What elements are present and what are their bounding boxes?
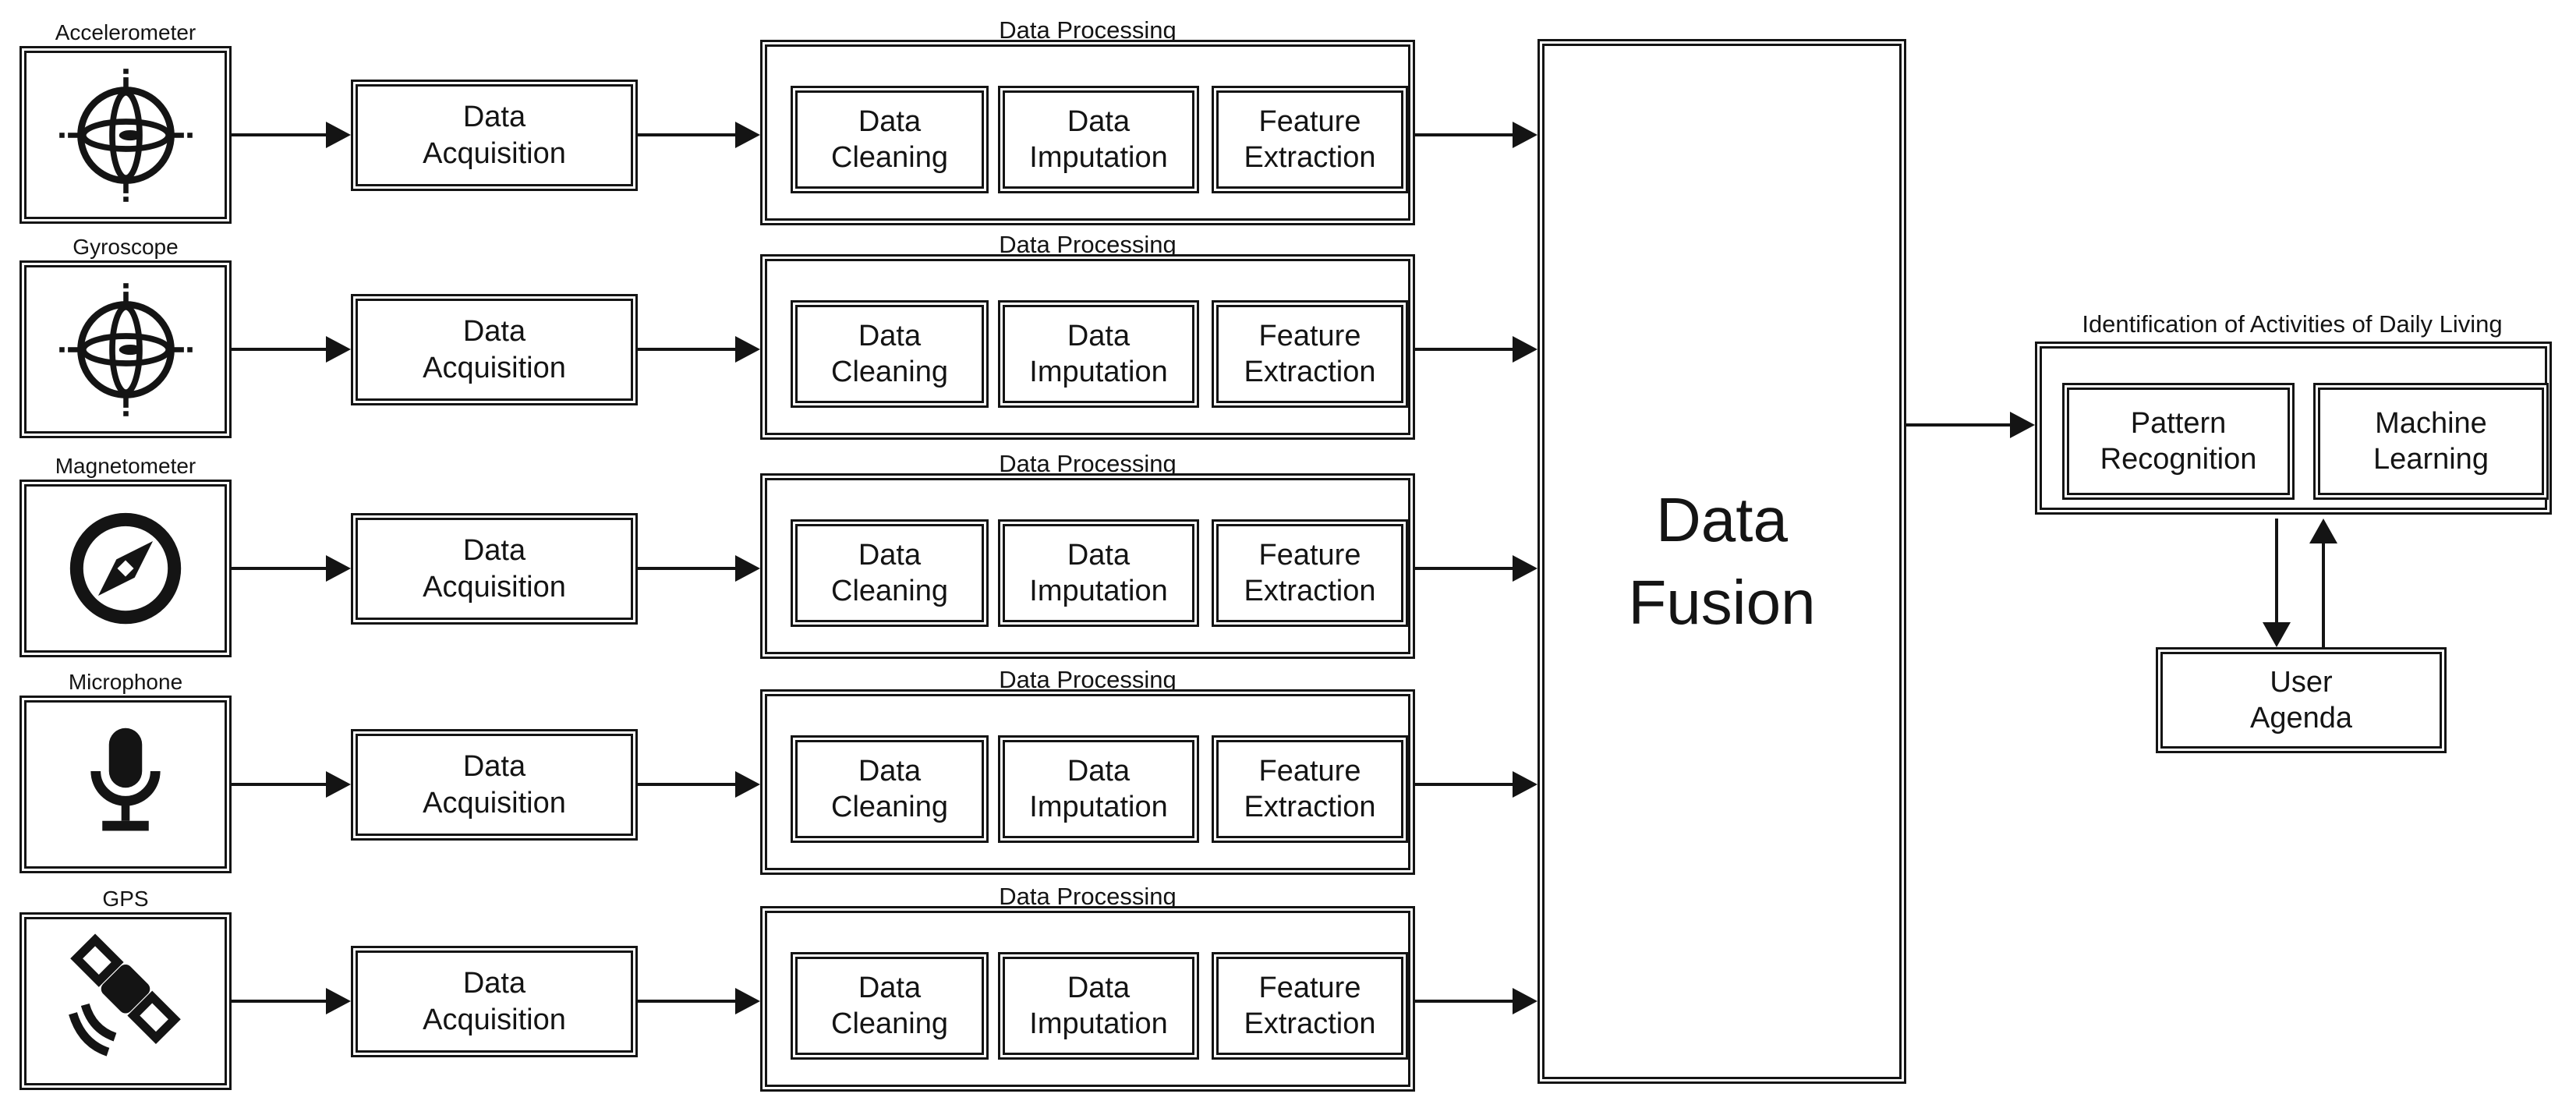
arrow-gyroscope-to-acquisition (232, 336, 351, 363)
data-acquisition-box-3: Data Acquisition (351, 513, 638, 625)
sensor-box-accelerometer (19, 46, 232, 224)
data-processing-group-2: Data Cleaning Data Imputation Feature Ex… (760, 254, 1415, 440)
user-agenda-box: User Agenda (2156, 647, 2447, 753)
feature-extraction-box-4: Feature Extraction (1212, 735, 1408, 843)
arrow-processing-to-fusion-3 (1415, 555, 1537, 582)
data-cleaning-box-3: Data Cleaning (791, 519, 989, 627)
sensor-label-magnetometer: Magnetometer (55, 454, 196, 478)
arrow-processing-to-fusion-4 (1415, 771, 1537, 798)
arrow-accelerometer-to-acquisition (232, 122, 351, 148)
arrow-acquisition-to-processing-5 (638, 988, 760, 1014)
data-cleaning-box-5: Data Cleaning (791, 952, 989, 1060)
data-processing-group-1: Data Cleaning Data Imputation Feature Ex… (760, 40, 1415, 225)
sensor-label-gps: GPS (102, 887, 149, 911)
data-cleaning-box-2: Data Cleaning (791, 300, 989, 408)
feature-extraction-box-3: Feature Extraction (1212, 519, 1408, 627)
arrow-processing-to-fusion-5 (1415, 988, 1537, 1014)
data-acquisition-box-4: Data Acquisition (351, 729, 638, 841)
data-processing-label-3: Data Processing (999, 450, 1177, 477)
sensor-box-gyroscope (19, 260, 232, 438)
data-imputation-box-2: Data Imputation (998, 300, 1199, 408)
data-processing-label-2: Data Processing (999, 231, 1177, 258)
feature-extraction-box-2: Feature Extraction (1212, 300, 1408, 408)
data-processing-group-5: Data Cleaning Data Imputation Feature Ex… (760, 906, 1415, 1092)
microphone-icon (90, 727, 161, 831)
feature-extraction-box-1: Feature Extraction (1212, 86, 1408, 193)
compass-icon (69, 512, 182, 625)
sensor-box-gps (19, 912, 232, 1090)
arrow-acquisition-to-processing-2 (638, 336, 760, 363)
data-cleaning-box-4: Data Cleaning (791, 735, 989, 843)
data-acquisition-box-1: Data Acquisition (351, 80, 638, 191)
arrow-gps-to-acquisition (232, 988, 351, 1014)
arrow-acquisition-to-processing-4 (638, 771, 760, 798)
arrow-fusion-to-identification (1905, 412, 2035, 438)
machine-learning-box: Machine Learning (2313, 383, 2549, 500)
data-processing-label-1: Data Processing (999, 16, 1177, 44)
pattern-recognition-box: Pattern Recognition (2062, 383, 2295, 500)
data-fusion-box: Data Fusion (1537, 39, 1906, 1084)
identification-label: Identification of Activities of Daily Li… (2082, 310, 2503, 338)
data-imputation-box-5: Data Imputation (998, 952, 1199, 1060)
arrow-identification-to-user-agenda (2263, 519, 2291, 647)
data-imputation-box-4: Data Imputation (998, 735, 1199, 843)
arrow-processing-to-fusion-1 (1415, 122, 1537, 148)
data-processing-label-5: Data Processing (999, 883, 1177, 910)
sensor-label-gyroscope: Gyroscope (73, 235, 179, 259)
sensor-label-accelerometer: Accelerometer (55, 20, 196, 44)
arrow-user-agenda-to-identification (2309, 519, 2337, 647)
data-processing-label-4: Data Processing (999, 666, 1177, 693)
identification-group: Pattern Recognition Machine Learning (2035, 342, 2552, 515)
arrow-acquisition-to-processing-1 (638, 122, 760, 148)
data-processing-group-4: Data Cleaning Data Imputation Feature Ex… (760, 689, 1415, 875)
data-acquisition-box-5: Data Acquisition (351, 946, 638, 1057)
data-processing-group-3: Data Cleaning Data Imputation Feature Ex… (760, 473, 1415, 659)
data-cleaning-box-1: Data Cleaning (791, 86, 989, 193)
arrow-microphone-to-acquisition (232, 771, 351, 798)
feature-extraction-box-5: Feature Extraction (1212, 952, 1408, 1060)
sensor-box-microphone (19, 696, 232, 873)
sensor-label-microphone: Microphone (68, 670, 183, 694)
arrow-processing-to-fusion-2 (1415, 336, 1537, 363)
data-imputation-box-1: Data Imputation (998, 86, 1199, 193)
arrow-acquisition-to-processing-3 (638, 555, 760, 582)
gyroscope-gimbal-icon (58, 68, 193, 202)
data-acquisition-box-2: Data Acquisition (351, 294, 638, 405)
data-imputation-box-3: Data Imputation (998, 519, 1199, 627)
satellite-icon (69, 933, 181, 1057)
gyroscope-gimbal-icon (58, 282, 193, 416)
sensor-box-magnetometer (19, 480, 232, 657)
arrow-magnetometer-to-acquisition (232, 555, 351, 582)
